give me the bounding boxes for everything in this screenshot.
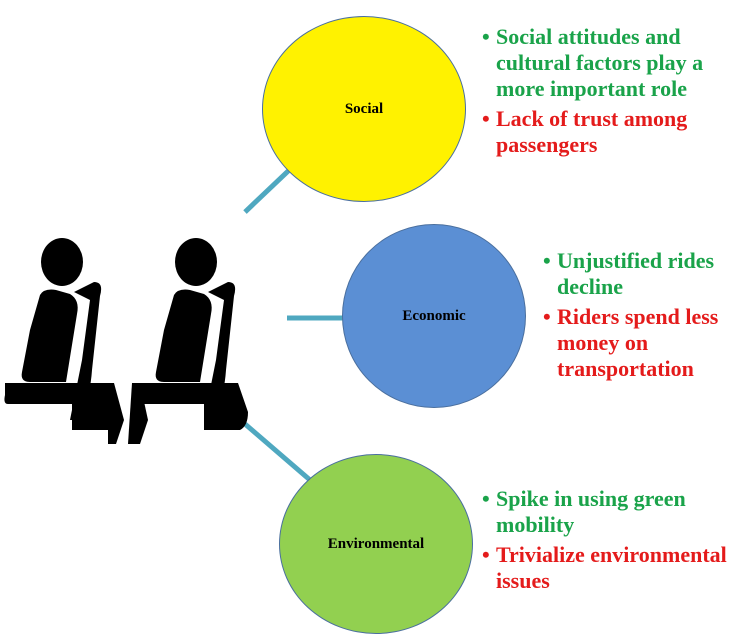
environmental-point-2: •Trivialize environmental issues <box>482 542 727 593</box>
seated-passenger-icon <box>4 238 124 444</box>
environmental-circle: Environmental <box>279 454 473 634</box>
social-point-1: •Social attitudes and cultural factors p… <box>482 24 704 101</box>
economic-point-1-text: Unjustified rides decline <box>557 248 715 299</box>
social-circle: Social <box>262 16 466 202</box>
economic-points: •Unjustified rides decline •Riders spend… <box>543 248 753 386</box>
environmental-label: Environmental <box>327 535 425 552</box>
economic-point-2: •Riders spend less money on transportati… <box>543 304 719 381</box>
social-point-2: •Lack of trust among passengers <box>482 106 688 157</box>
social-points: •Social attitudes and cultural factors p… <box>482 24 752 162</box>
environmental-point-1: •Spike in using green mobility <box>482 486 686 537</box>
economic-circle: Economic <box>342 224 526 408</box>
social-point-2-text: Lack of trust among passengers <box>496 106 688 157</box>
social-point-1-text: Social attitudes and cultural factors pl… <box>496 24 704 101</box>
environmental-point-1-text: Spike in using green mobility <box>496 486 686 537</box>
economic-point-2-text: Riders spend less money on transportatio… <box>557 304 719 381</box>
social-label: Social <box>344 100 384 117</box>
economic-point-1: •Unjustified rides decline <box>543 248 715 299</box>
environmental-points: •Spike in using green mobility •Triviali… <box>482 486 752 598</box>
seated-passenger-icon <box>128 238 248 444</box>
economic-label: Economic <box>402 307 466 324</box>
connector-environmental <box>243 422 312 482</box>
environmental-point-2-text: Trivialize environmental issues <box>496 542 727 593</box>
